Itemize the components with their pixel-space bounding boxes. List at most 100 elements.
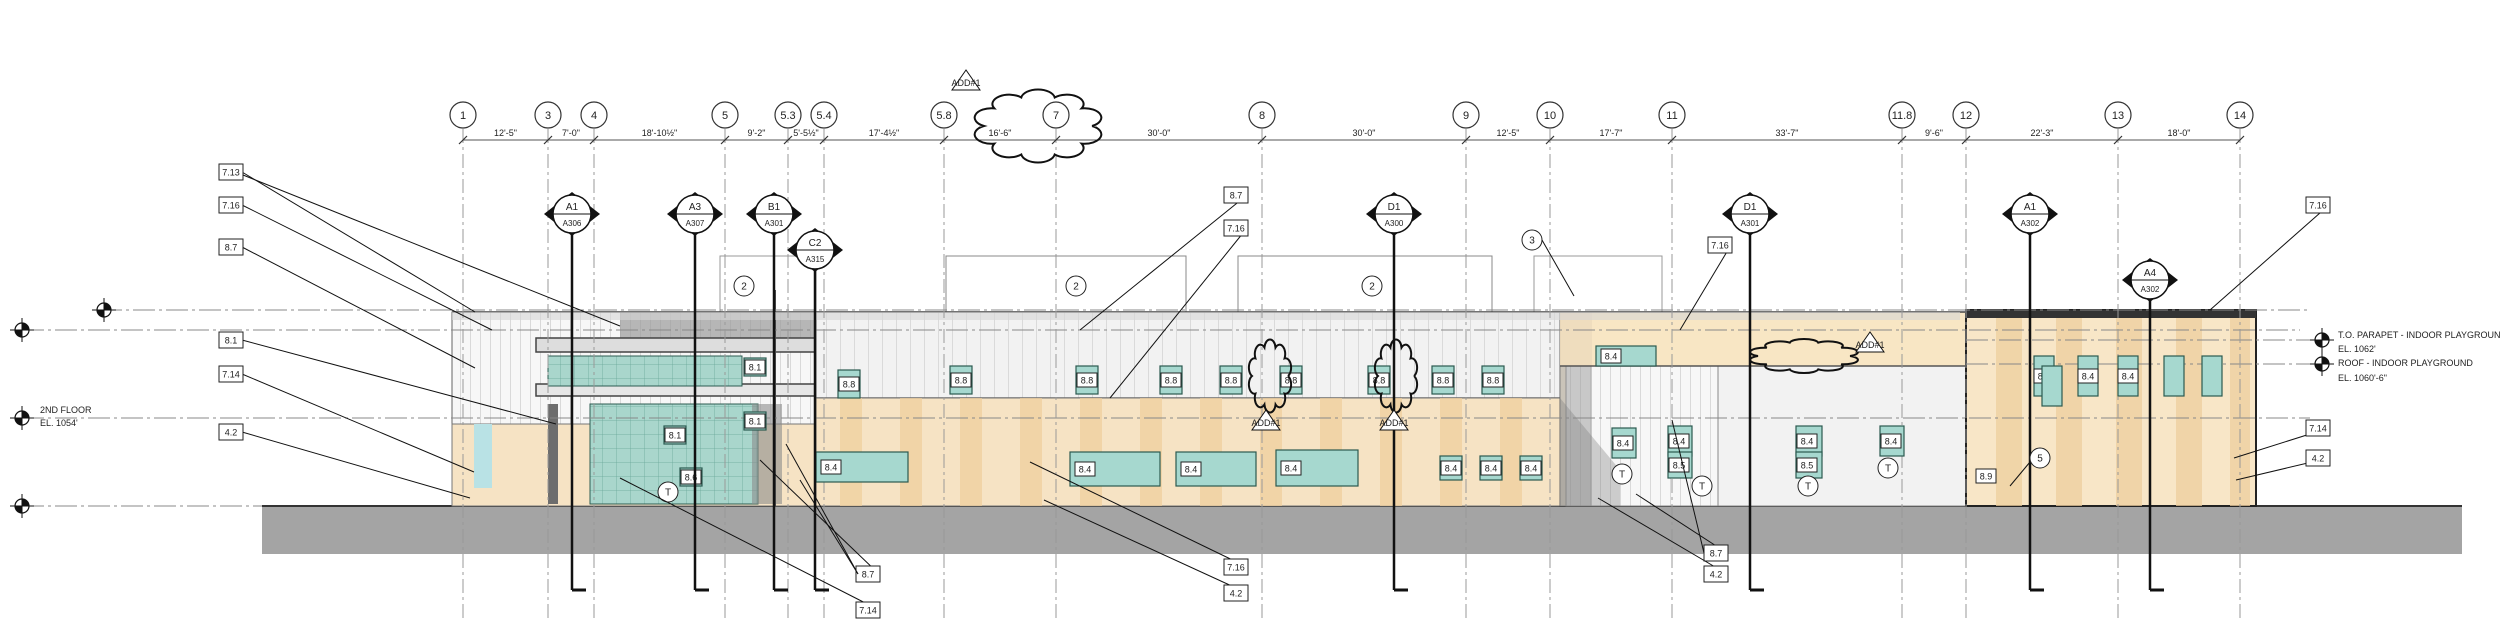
level-symbol-q2	[97, 310, 104, 317]
window-tag-box	[1160, 372, 1182, 388]
window-tag-text: 8.8	[1487, 376, 1500, 386]
playground-parapet-cap	[1966, 310, 2256, 318]
circled-note: 2	[733, 275, 755, 297]
level-symbol	[10, 406, 34, 430]
circled-note-circle	[2029, 447, 2051, 469]
window-tag-text: 8.4	[1801, 437, 1814, 447]
dimension-text: 16'-6"	[989, 128, 1012, 138]
window-glass	[2041, 365, 2063, 407]
entry-canopy	[535, 337, 823, 353]
level-symbol	[92, 298, 116, 322]
gridline-label: 13	[2112, 110, 2124, 122]
left-keynote: 4.2	[218, 423, 471, 499]
window-tag-text: 8.4	[1605, 352, 1618, 362]
circled-note: 5	[2029, 447, 2051, 469]
keynote-leader	[242, 174, 621, 327]
level-symbol	[10, 318, 34, 342]
keynote-leader	[241, 171, 476, 313]
level-el-parapet: EL. 1062'	[2338, 344, 2376, 354]
section-sheet: A301	[765, 219, 784, 228]
level-symbol	[2310, 328, 2334, 352]
gridline-bubble	[1952, 101, 1980, 129]
gridline-label: 12	[1960, 110, 1972, 122]
keynote-tag-text: 8.1	[225, 336, 238, 346]
addendum-triangle	[1855, 331, 1885, 353]
door-tag: T	[1877, 457, 1899, 479]
gridline-10: 10	[1536, 101, 1564, 620]
section-sheet: A300	[1385, 219, 1404, 228]
window-glass	[2201, 355, 2223, 397]
gridline-bubble	[534, 101, 562, 129]
level-symbol-q1	[104, 303, 111, 310]
window-tag-box	[1612, 435, 1634, 451]
keynote-tag: 8.7	[855, 565, 881, 583]
level-symbol-q1	[22, 323, 29, 330]
keynote-leader	[2209, 204, 2330, 311]
dimension-text: 12'-5"	[1497, 128, 1520, 138]
addendum-tag: ADD#1	[1251, 409, 1281, 431]
section-id: A3	[689, 202, 702, 213]
door-tag-circle	[1877, 457, 1899, 479]
keynote-tag-box	[1703, 565, 1729, 583]
window-tag: 8.5	[1668, 457, 1690, 473]
keynote-tag-box	[1223, 584, 1249, 602]
level-symbol-q1	[2322, 333, 2329, 340]
keynote-leader	[619, 477, 880, 611]
keynote-tag-text: 7.16	[1227, 563, 1245, 573]
section-sheet: A306	[563, 219, 582, 228]
door-tag-circle	[1691, 475, 1713, 497]
window-tag: 8.1	[744, 359, 766, 375]
gridline-label: 3	[545, 110, 551, 122]
keynote-tag: 8.7	[218, 238, 244, 256]
window-tag-text: 8.8	[1225, 376, 1238, 386]
gridline-5: 5	[711, 101, 739, 620]
window-tag-text: 8.5	[1801, 461, 1814, 471]
window-8-4: 8.4	[1795, 425, 1823, 457]
keynote-tag: 7.14	[218, 365, 244, 383]
circled-note-text: 5	[2037, 454, 2043, 465]
window-8-1: 8.1	[663, 425, 687, 445]
window-tag-box	[1975, 468, 1997, 484]
circled-note-text: 3	[1529, 236, 1535, 247]
gridline-13: 13	[2104, 101, 2132, 620]
bottom-keynote: 8.7	[759, 459, 881, 583]
entry-column	[548, 404, 558, 504]
revision-cloud	[1749, 337, 1859, 375]
gridline-label: 5.3	[780, 110, 795, 122]
keynote-leader	[241, 431, 471, 499]
circled-note-text: 2	[1073, 282, 1079, 293]
window-tag-text: 8.1	[749, 417, 762, 427]
window-8-8: 8.8	[837, 369, 861, 399]
window-tag-box	[2077, 368, 2099, 384]
window-tag: 8.4	[2117, 368, 2139, 384]
keynote-tag-text: 4.2	[1710, 570, 1723, 580]
keynote-tag-box	[2305, 196, 2331, 214]
gridline-label: 10	[1544, 110, 1556, 122]
addendum-triangle	[951, 69, 981, 91]
east-shadow-lower	[1560, 398, 1620, 506]
circled-note-text: 2	[1369, 282, 1375, 293]
window-tag: 8.4	[1480, 460, 1502, 476]
keynote-tag: 4.2	[1223, 584, 1249, 602]
window-tag: 8.9	[1975, 468, 1997, 484]
window-tag-box	[1482, 372, 1504, 388]
window-tag: 8.4	[1520, 460, 1542, 476]
gridline-label: 11	[1666, 110, 1677, 122]
keynote-tag-text: 8.7	[1710, 549, 1723, 559]
gridline-label: 5	[722, 110, 728, 122]
east-inner-volume	[1717, 365, 1967, 507]
keynote-tag: 7.14	[2305, 419, 2331, 437]
clerestory-far-right	[1533, 255, 1663, 313]
level-symbol-q2	[15, 506, 22, 513]
level-symbol-q1	[22, 499, 29, 506]
keynote-tag-box	[1707, 236, 1733, 254]
keynote-tag: 8.1	[218, 331, 244, 349]
window-8-4: 8.4	[1439, 455, 1463, 481]
dimension-tick	[1545, 135, 1555, 145]
window-tag-box	[1480, 460, 1502, 476]
window-tag: 8.8	[1482, 372, 1504, 388]
gridline-label: 7	[1053, 110, 1059, 122]
dimension-text: 18'-10½"	[642, 128, 677, 138]
dimension-tick	[1257, 135, 1267, 145]
bottom-keynote: 4.2	[1043, 499, 1249, 602]
